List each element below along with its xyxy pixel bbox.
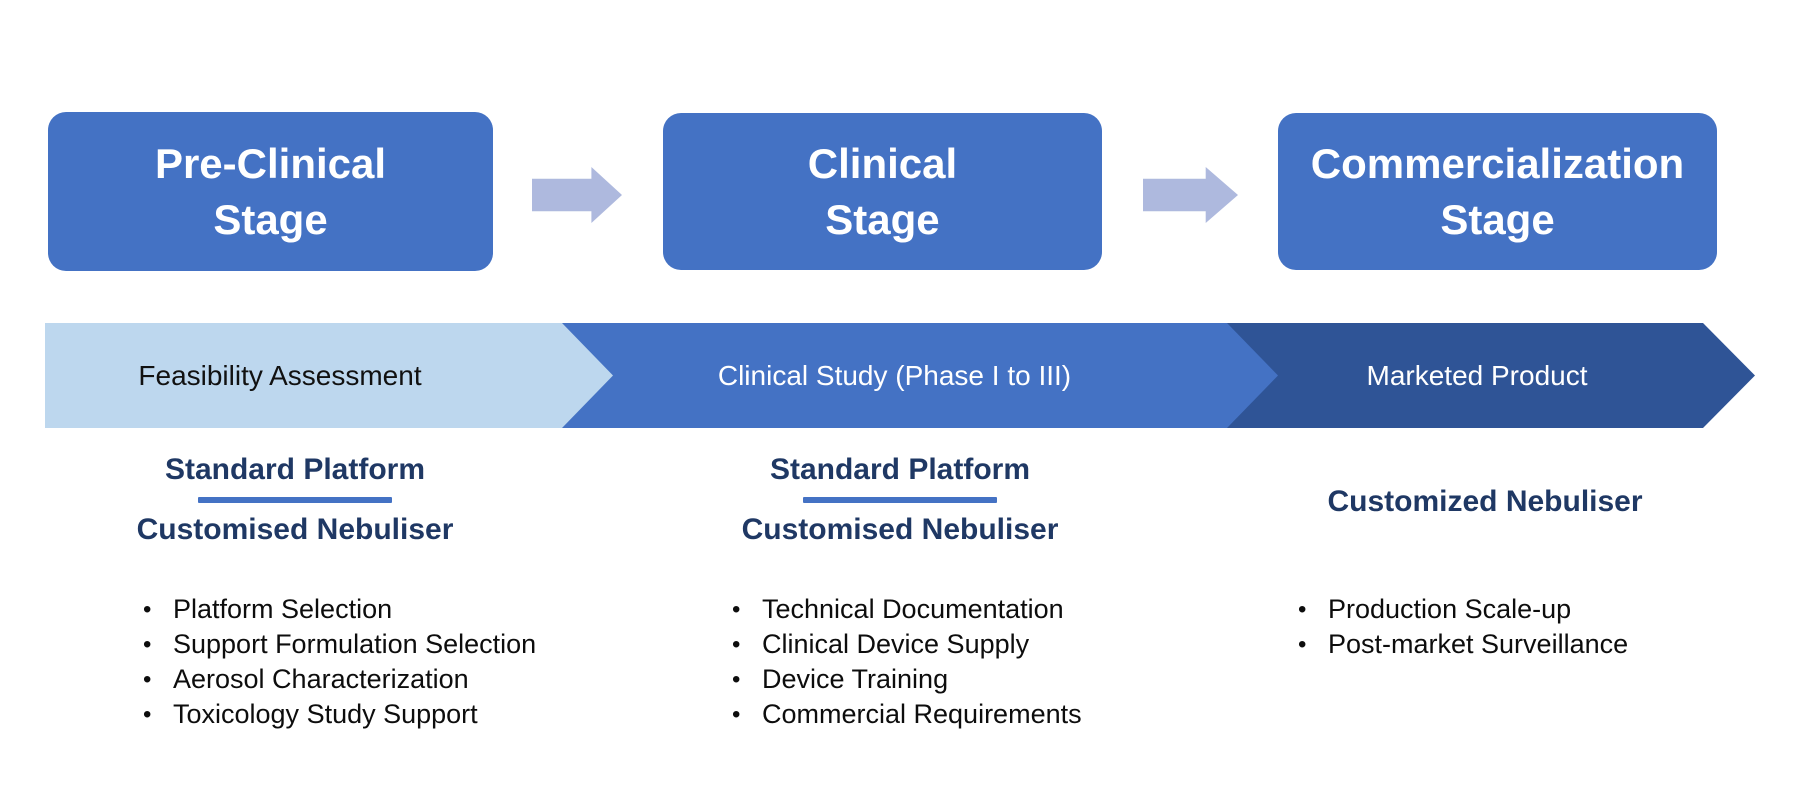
list-item: • Toxicology Study Support: [143, 697, 536, 732]
bullet-icon: •: [1298, 631, 1307, 658]
timeline-chevron-clinical-study: [562, 323, 1278, 428]
stage-box-commercialization: Commercialization Stage: [1278, 113, 1717, 270]
bullet-icon: •: [732, 631, 741, 658]
bullet-icon: •: [143, 701, 152, 728]
list-item-text: Support Formulation Selection: [173, 629, 537, 659]
column-headers-commercialization: Customized Nebuliser: [1285, 484, 1685, 520]
stage-label: Commercialization Stage: [1310, 140, 1685, 243]
list-item: • Platform Selection: [143, 592, 536, 627]
list-item: • Technical Documentation: [732, 592, 1082, 627]
stage-box-clinical: Clinical Stage: [663, 113, 1102, 270]
stage-label: Pre-Clinical Stage: [154, 140, 387, 243]
bullet-icon: •: [143, 666, 152, 693]
list-item: • Commercial Requirements: [732, 697, 1082, 732]
header-divider-line: [803, 497, 997, 503]
stage-label: Clinical Stage: [807, 140, 958, 243]
list-item-text: Platform Selection: [173, 594, 393, 624]
bullet-icon: •: [732, 666, 741, 693]
column-header: Customized Nebuliser: [1327, 485, 1643, 518]
list-item-text: Commercial Requirements: [762, 699, 1082, 729]
column-header: Customised Nebuliser: [136, 513, 454, 546]
flow-arrow-icon: [532, 167, 622, 223]
timeline-chevron-marketed-product: [1227, 323, 1755, 428]
bullet-icon: •: [143, 596, 152, 623]
list-item-text: Device Training: [762, 664, 949, 694]
list-item: • Production Scale-up: [1298, 592, 1628, 627]
column-headers-clinical: Standard Platform Customised Nebuliser: [700, 452, 1100, 548]
list-item: • Device Training: [732, 662, 1082, 697]
list-item-text: Technical Documentation: [762, 594, 1064, 624]
header-divider-line: [198, 497, 392, 503]
bullet-list-pre-clinical: • Platform Selection • Support Formulati…: [143, 592, 536, 732]
stage-box-pre-clinical: Pre-Clinical Stage: [48, 112, 493, 271]
list-item-text: Toxicology Study Support: [173, 699, 478, 729]
bullet-list-clinical: • Technical Documentation • Clinical Dev…: [732, 592, 1082, 732]
bullet-icon: •: [143, 631, 152, 658]
list-item-text: Clinical Device Supply: [762, 629, 1030, 659]
column-header: Standard Platform: [164, 453, 426, 486]
flow-arrow-icon: [1143, 167, 1238, 223]
timeline-band: Feasibility Assessment Clinical Study (P…: [45, 323, 1755, 428]
list-item: • Clinical Device Supply: [732, 627, 1082, 662]
list-item: • Support Formulation Selection: [143, 627, 536, 662]
timeline-chevron-feasibility: [45, 323, 613, 428]
bullet-icon: •: [1298, 596, 1307, 623]
timeline-label: Clinical Study (Phase I to III): [717, 359, 1072, 391]
list-item-text: Post-market Surveillance: [1328, 629, 1629, 659]
timeline-label: Feasibility Assessment: [138, 359, 422, 391]
list-item-text: Production Scale-up: [1328, 594, 1572, 624]
list-item: • Aerosol Characterization: [143, 662, 536, 697]
list-item-text: Aerosol Characterization: [173, 664, 469, 694]
column-header: Customised Nebuliser: [741, 513, 1059, 546]
bullet-icon: •: [732, 701, 741, 728]
column-headers-pre-clinical: Standard Platform Customised Nebuliser: [95, 452, 495, 548]
column-header: Standard Platform: [769, 453, 1031, 486]
bullet-icon: •: [732, 596, 741, 623]
bullet-list-commercialization: • Production Scale-up • Post-market Surv…: [1298, 592, 1628, 662]
timeline-label: Marketed Product: [1366, 359, 1588, 391]
list-item: • Post-market Surveillance: [1298, 627, 1628, 662]
